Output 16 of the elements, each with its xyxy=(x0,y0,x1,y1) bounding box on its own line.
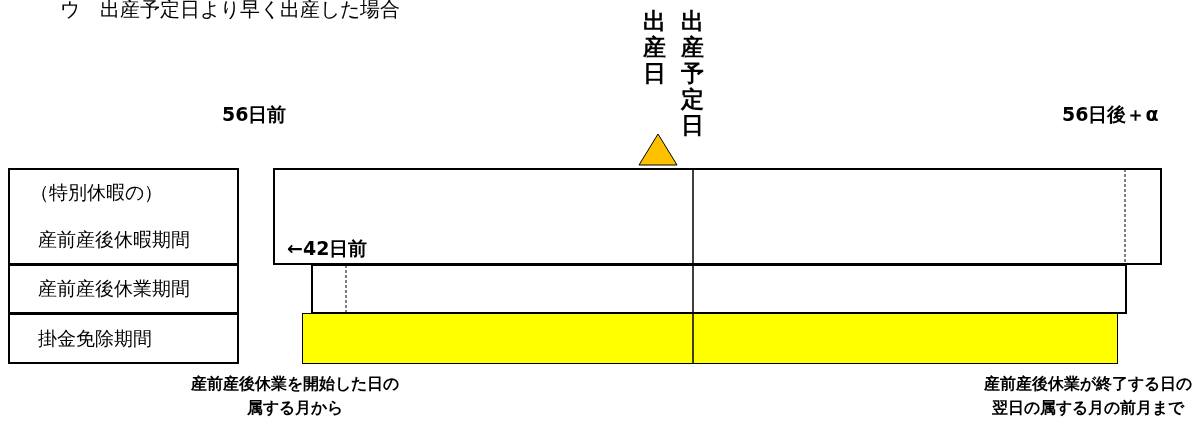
vertical-text: 出産日 xyxy=(642,8,667,86)
day-label: ←42日前 xyxy=(287,236,368,261)
day-label: 56日前 xyxy=(222,102,287,127)
cell-text: 掛金免除期間 xyxy=(38,325,153,351)
cell-text: 産前産後休業期間 xyxy=(38,276,191,301)
period-bar xyxy=(311,264,1127,314)
period-bar xyxy=(273,168,1162,265)
exemption-bar xyxy=(302,313,1118,364)
table-cell xyxy=(8,264,239,314)
note-text: 産前産後休業が終了する日の翌日の属する月の前月まで xyxy=(982,373,1193,419)
cell-text: （特別休暇の） xyxy=(30,180,164,206)
table-cell xyxy=(8,168,239,265)
table-cell xyxy=(8,313,239,364)
cell-text: 産前産後休暇期間 xyxy=(38,226,191,252)
day-label: 56日後＋α xyxy=(1062,102,1159,127)
note-text: 産前産後休業を開始した日の属する月から xyxy=(190,373,400,419)
